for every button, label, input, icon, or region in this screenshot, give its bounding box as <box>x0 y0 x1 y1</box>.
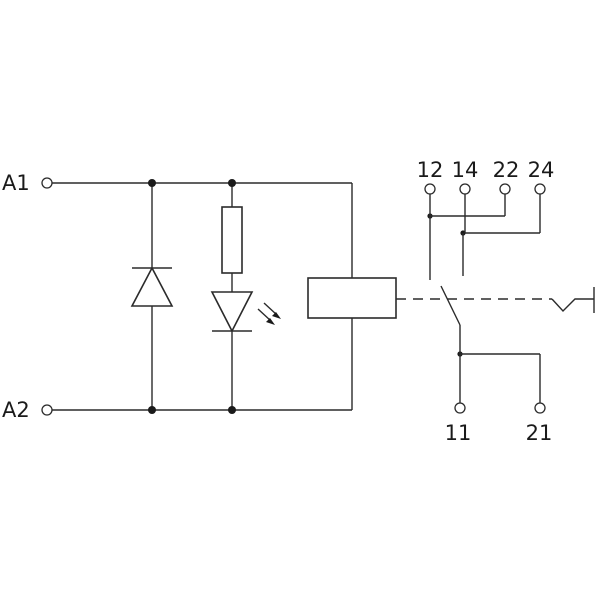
top-rail <box>52 182 353 278</box>
terminal-label-a2: A2 <box>2 398 30 422</box>
bottom-rail <box>52 318 353 411</box>
terminal-14 <box>459 183 471 195</box>
junction-dots <box>148 179 466 414</box>
mechanical-linkage <box>396 287 595 313</box>
terminal-label-21: 21 <box>526 421 553 445</box>
terminal-24 <box>534 183 546 195</box>
led-indicator-branch <box>210 183 281 410</box>
freewheeling-diode <box>130 183 174 410</box>
relay-coil <box>307 277 397 319</box>
terminal-label-22: 22 <box>493 158 520 182</box>
terminal-12 <box>424 183 436 195</box>
series-resistor <box>221 206 243 274</box>
terminal-label-24: 24 <box>528 158 555 182</box>
led-indicator <box>210 291 254 333</box>
terminal-22 <box>499 183 511 195</box>
terminal-a1 <box>41 177 53 189</box>
switch-blade <box>440 285 461 326</box>
light-emission-arrows-icon <box>257 302 281 325</box>
changeover-contacts <box>429 194 541 403</box>
terminal-a2 <box>41 404 53 416</box>
terminal-label-a1: A1 <box>2 171 30 195</box>
terminal-label-12: 12 <box>417 158 444 182</box>
terminal-label-11: 11 <box>445 421 472 445</box>
terminal-21 <box>534 402 546 414</box>
terminal-label-14: 14 <box>452 158 479 182</box>
terminal-11 <box>454 402 466 414</box>
terminals <box>41 177 546 416</box>
